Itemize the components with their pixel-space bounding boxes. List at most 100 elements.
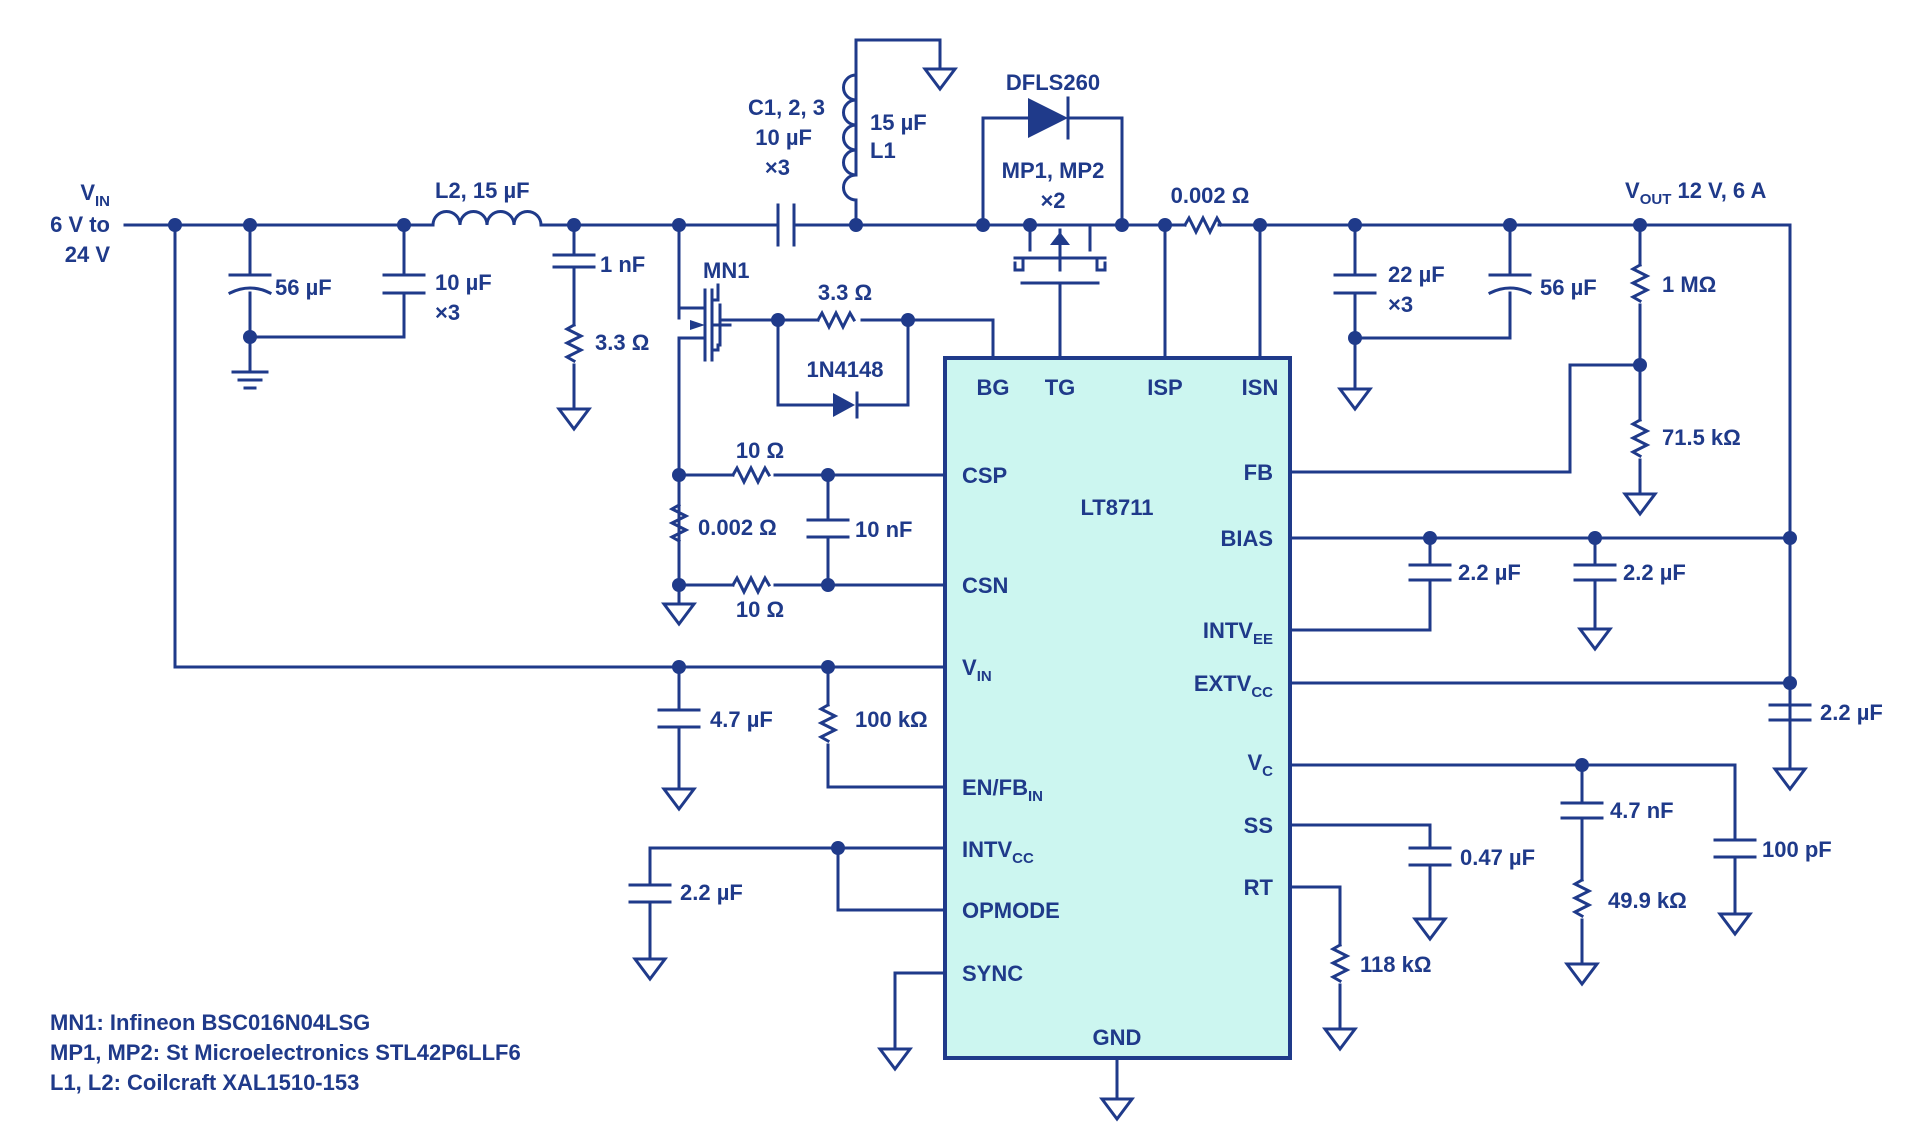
ground-symbol bbox=[878, 1033, 912, 1071]
capacitor-symbol bbox=[1333, 273, 1377, 295]
ground-symbol bbox=[923, 53, 957, 91]
inductor-symbol bbox=[431, 210, 543, 227]
pin-label: EXTVCC bbox=[1194, 671, 1273, 701]
ground-symbol bbox=[1565, 948, 1599, 986]
ground-symbol bbox=[231, 358, 269, 390]
resistor-symbol bbox=[731, 466, 771, 484]
part-label: 2.2 µF bbox=[1458, 560, 1521, 585]
part-label: 2.2 µF bbox=[1623, 560, 1686, 585]
part-label: 3.3 Ω bbox=[818, 280, 872, 305]
pin-label: GND bbox=[1093, 1025, 1142, 1050]
resistor-symbol bbox=[1631, 263, 1649, 303]
capacitor-symbol bbox=[227, 273, 273, 296]
part-label: L2, 15 µF bbox=[435, 178, 530, 203]
diode-symbol bbox=[1028, 96, 1070, 140]
part-label: C1, 2, 3 bbox=[748, 95, 825, 120]
part-label: 2.2 µF bbox=[680, 880, 743, 905]
vin-label: VIN bbox=[80, 180, 110, 210]
part-label: 1 MΩ bbox=[1662, 272, 1716, 297]
capacitor-symbol bbox=[1573, 563, 1617, 582]
capacitor-symbol bbox=[776, 203, 796, 247]
pin-label: FB bbox=[1244, 460, 1273, 485]
pin-label: CSP bbox=[962, 463, 1007, 488]
ground-symbol bbox=[1773, 753, 1807, 791]
part-label: MP1, MP2 bbox=[1002, 158, 1105, 183]
part-label: 56 µF bbox=[275, 275, 332, 300]
note-line: L1, L2: Coilcraft XAL1510-153 bbox=[50, 1070, 359, 1095]
part-label: 10 nF bbox=[855, 517, 912, 542]
part-label: 2.2 µF bbox=[1820, 700, 1883, 725]
pin-label: VC bbox=[1247, 750, 1273, 780]
part-label: ×3 bbox=[435, 300, 460, 325]
part-label: 1N4148 bbox=[806, 357, 883, 382]
part-label: 118 kΩ bbox=[1360, 952, 1431, 977]
diode-symbol bbox=[833, 391, 859, 419]
part-label: ×3 bbox=[1388, 292, 1413, 317]
part-label: 10 µF bbox=[435, 270, 492, 295]
ground-symbol bbox=[662, 773, 696, 811]
pin-label: SYNC bbox=[962, 961, 1023, 986]
pin-label: ISN bbox=[1242, 375, 1279, 400]
capacitor-symbol bbox=[1713, 838, 1757, 859]
components bbox=[227, 73, 1812, 983]
resistor-symbol bbox=[819, 703, 837, 743]
pin-label: INTVEE bbox=[1203, 618, 1273, 648]
part-label: L1 bbox=[870, 138, 896, 163]
capacitor-symbol bbox=[806, 518, 850, 539]
capacitor-symbol bbox=[1560, 801, 1604, 820]
chip-pins: LT8711 BG TG ISP ISN CSP CSN VIN EN/FBIN… bbox=[962, 375, 1278, 1050]
capacitor-symbol bbox=[1408, 563, 1452, 582]
vout-label: VOUT 12 V, 6 A bbox=[1625, 178, 1766, 208]
ground-symbol bbox=[1623, 478, 1657, 516]
resistor-symbol bbox=[1631, 418, 1649, 458]
pin-label: TG bbox=[1045, 375, 1076, 400]
capacitor-symbol bbox=[628, 883, 672, 904]
pin-label: OPMODE bbox=[962, 898, 1060, 923]
pin-label: VIN bbox=[962, 655, 992, 685]
resistor-symbol bbox=[1331, 943, 1349, 983]
ground-symbol bbox=[557, 393, 591, 431]
capacitor-symbol bbox=[1487, 273, 1533, 296]
vin-range-label: 24 V bbox=[65, 242, 111, 267]
pin-label: ISP bbox=[1147, 375, 1182, 400]
part-label: 100 pF bbox=[1762, 837, 1832, 862]
ground-symbol bbox=[1413, 903, 1447, 941]
resistor-symbol bbox=[731, 576, 771, 594]
vin-range-label: 6 V to bbox=[50, 212, 110, 237]
note-line: MN1: Infineon BSC016N04LSG bbox=[50, 1010, 370, 1035]
part-label: 4.7 nF bbox=[1610, 798, 1674, 823]
part-label: 10 Ω bbox=[736, 597, 784, 622]
part-label: MN1 bbox=[703, 258, 749, 283]
part-label: 0.002 Ω bbox=[698, 515, 777, 540]
ground-symbol bbox=[1718, 898, 1752, 936]
ground-symbol bbox=[1323, 1013, 1357, 1051]
part-label: 56 µF bbox=[1540, 275, 1597, 300]
resistor-symbol bbox=[816, 311, 856, 329]
part-label: 10 µF bbox=[755, 125, 812, 150]
part-label: 3.3 Ω bbox=[595, 330, 649, 355]
part-label: 1 nF bbox=[600, 252, 645, 277]
note-line: MP1, MP2: St Microelectronics STL42P6LLF… bbox=[50, 1040, 521, 1065]
ic-body bbox=[943, 356, 1292, 1060]
part-label: 15 µF bbox=[870, 110, 927, 135]
pin-label: CSN bbox=[962, 573, 1008, 598]
chip-name: LT8711 bbox=[1081, 495, 1154, 520]
resistor-symbol bbox=[1573, 878, 1591, 918]
part-label: 49.9 kΩ bbox=[1608, 888, 1687, 913]
capacitor-symbol bbox=[1768, 703, 1812, 722]
bom-notes: MN1: Infineon BSC016N04LSG MP1, MP2: St … bbox=[50, 1010, 521, 1095]
part-label: 4.7 µF bbox=[710, 707, 773, 732]
pin-label: EN/FBIN bbox=[962, 775, 1043, 805]
ground-symbol bbox=[1578, 613, 1612, 651]
ground-symbol bbox=[633, 943, 667, 981]
part-label: 10 Ω bbox=[736, 438, 784, 463]
wiring bbox=[123, 38, 1792, 1087]
ground-symbol bbox=[662, 588, 696, 626]
pin-label: SS bbox=[1244, 813, 1273, 838]
part-label: 0.47 µF bbox=[1460, 845, 1535, 870]
part-label: 0.002 Ω bbox=[1171, 183, 1250, 208]
capacitor-symbol bbox=[552, 253, 596, 269]
part-label: ×2 bbox=[1040, 188, 1065, 213]
inductor-symbol bbox=[842, 73, 858, 202]
